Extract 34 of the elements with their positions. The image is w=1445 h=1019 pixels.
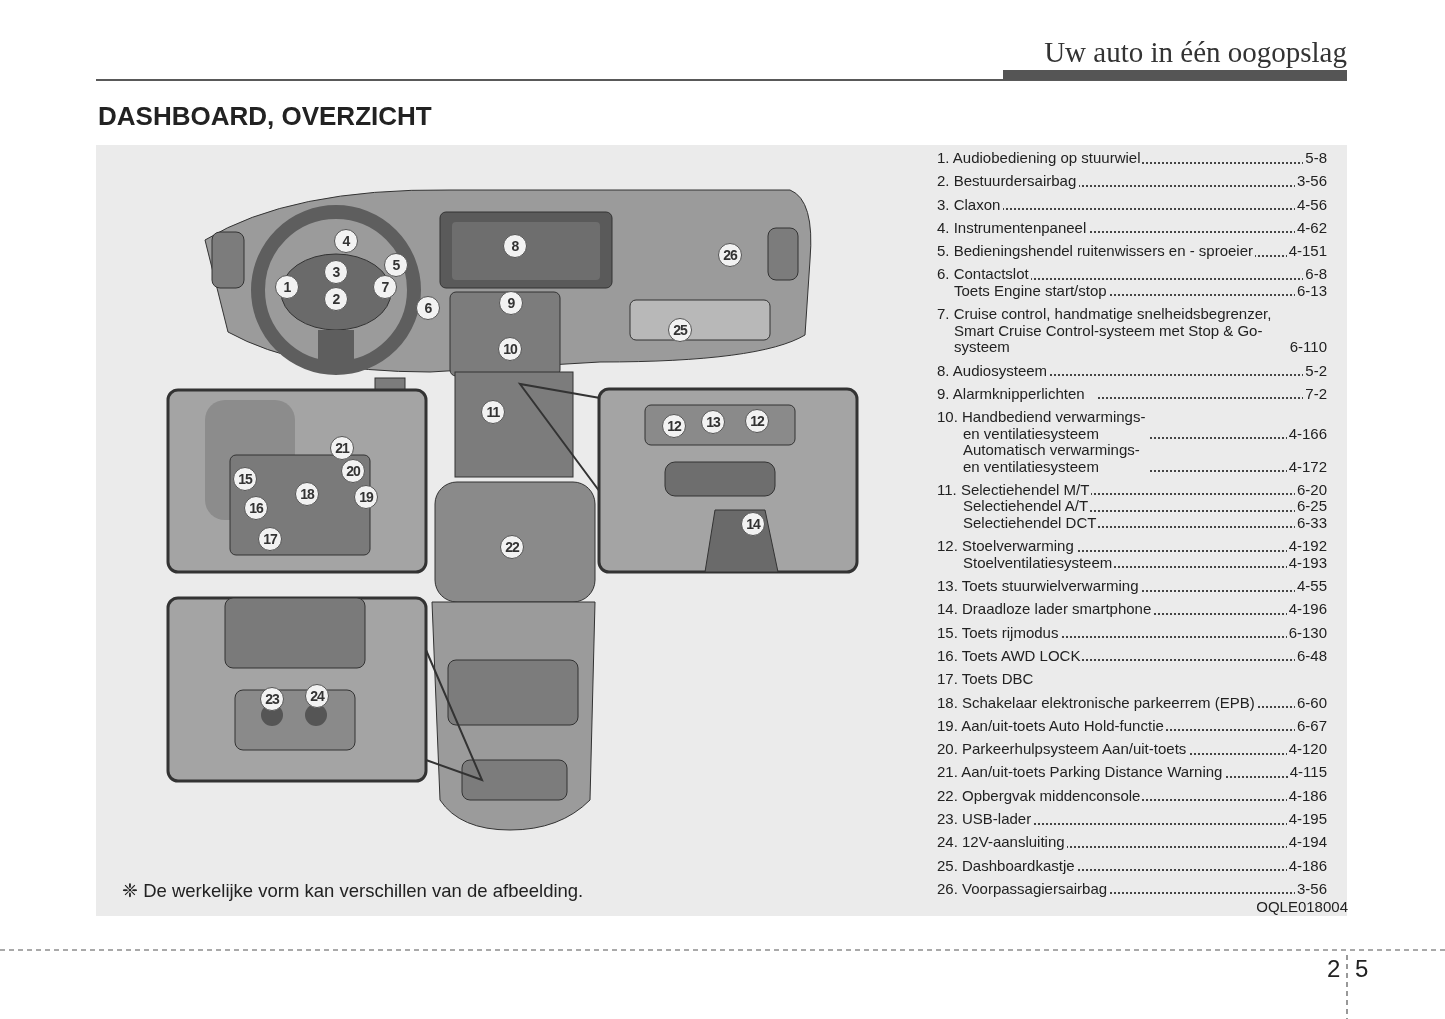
page-reference: 4-194 bbox=[1286, 834, 1327, 851]
page-number: 5 bbox=[1355, 955, 1369, 983]
page-reference: 4-120 bbox=[1286, 741, 1327, 758]
page-reference: 6-8 bbox=[1303, 266, 1327, 283]
list-item-text: 20. Parkeerhulpsysteem Aan/uit-toets bbox=[937, 741, 1189, 758]
list-item-text: 7. Cruise control, handmatige snelheidsbegrenzer, Smart Cruise Control-systeem met Stop & Go-systeem bbox=[937, 306, 1288, 356]
page-reference: 4-115 bbox=[1287, 764, 1327, 781]
page-number: 2 bbox=[1327, 955, 1341, 983]
page-reference: 5-8 bbox=[1303, 150, 1327, 167]
page-reference: 3-56 bbox=[1294, 173, 1327, 190]
list-item-text: 5. Bedieningshendel ruitenwissers en - sproeier bbox=[937, 243, 1255, 260]
section-header: Uw auto in één oogopslag bbox=[1043, 36, 1347, 69]
image-code: OQLE018004 bbox=[1255, 898, 1348, 915]
list-item-text: 1. Audiobediening op stuurwiel bbox=[937, 150, 1143, 167]
page-reference: 4-151 bbox=[1286, 243, 1327, 260]
list-item-text: 2. Bestuurdersairbag bbox=[937, 173, 1079, 190]
list-item-text: 24. 12V-aansluiting bbox=[937, 834, 1067, 851]
list-item-text: Selectiehendel A/T bbox=[937, 498, 1091, 515]
list-item-text: 21. Aan/uit-toets Parking Distance Warning bbox=[937, 764, 1225, 781]
page-reference: 4-55 bbox=[1294, 578, 1327, 595]
page-reference: 6-25 bbox=[1294, 498, 1327, 515]
list-item-text: Automatisch verwarmings- en ventilatiesysteem bbox=[937, 442, 1149, 476]
list-item-text: 6. Contactslot bbox=[937, 266, 1032, 283]
page-reference: 6-110 bbox=[1287, 339, 1327, 356]
list-item-text: 12. Stoelverwarming bbox=[937, 538, 1077, 555]
page-reference: 4-196 bbox=[1286, 601, 1327, 618]
footnote: ❈ De werkelijke vorm kan verschillen van de afbeelding. bbox=[122, 880, 584, 902]
page-title: DASHBOARD, OVERZICHT bbox=[98, 101, 432, 132]
list-item-text: 13. Toets stuurwielverwarming bbox=[937, 578, 1141, 595]
page-reference: 4-195 bbox=[1286, 811, 1327, 828]
list-item-text: 23. USB-lader bbox=[937, 811, 1034, 828]
page-reference: 4-192 bbox=[1286, 538, 1327, 555]
list-item-text: 10. Handbediend verwarmings- en ventilatiesysteem bbox=[937, 409, 1149, 443]
list-item-text: 14. Draadloze lader smartphone bbox=[937, 601, 1154, 618]
